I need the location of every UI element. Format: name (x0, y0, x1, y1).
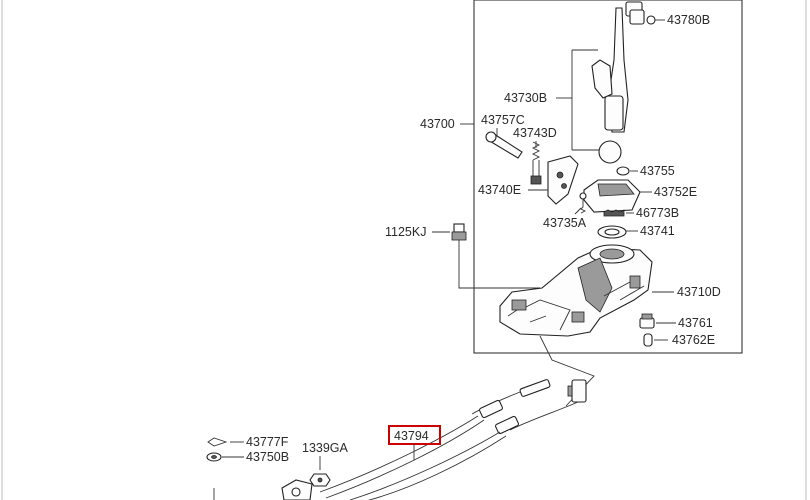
label-1125KJ: 1125KJ (385, 225, 426, 239)
label-43755: 43755 (640, 164, 675, 178)
part-46773B-spring (603, 209, 625, 217)
part-1125KJ-bolt (451, 223, 467, 250)
label-43710D: 43710D (677, 285, 721, 299)
part-43710D-base-housing (499, 244, 653, 337)
part-43761-nut (639, 313, 655, 329)
label-43777F: 43777F (246, 435, 289, 449)
assembly-box-43700 (473, 0, 743, 354)
part-1339GA-nut (309, 473, 331, 487)
label-43757C: 43757C (481, 113, 525, 127)
label-43743D: 43743D (513, 126, 557, 140)
part-43794-cable-assembly (281, 379, 587, 500)
label-43752E: 43752E (654, 185, 697, 199)
part-43741-ring (597, 225, 627, 239)
part-43762E-bushing (643, 333, 653, 347)
highlight-box-43794 (388, 425, 441, 445)
label-46773B: 46773B (636, 206, 679, 220)
label-43730B: 43730B (504, 91, 547, 105)
part-43757C-pin (485, 131, 523, 159)
label-43700: 43700 (420, 117, 455, 131)
label-43762E: 43762E (672, 333, 715, 347)
label-43780B: 43780B (667, 13, 710, 27)
part-43735A-spring (579, 192, 587, 214)
part-43750B-washer (206, 452, 222, 462)
part-43755-bushing (616, 166, 630, 176)
label-1339GA: 1339GA (302, 441, 349, 455)
label-43735A: 43735A (543, 216, 587, 230)
label-43741: 43741 (640, 224, 675, 238)
label-43794: 43794 (394, 429, 429, 443)
part-43777F-clip (207, 437, 228, 447)
label-43750B: 43750B (246, 450, 289, 464)
label-43740E: 43740E (478, 183, 521, 197)
part-43730B-ball (598, 140, 622, 164)
part-43740E-detent-plate (547, 155, 579, 205)
part-43743D-spring (530, 141, 542, 185)
label-43761: 43761 (678, 316, 713, 330)
part-43780B-clip (629, 9, 656, 25)
part-43752E-housing (583, 179, 641, 213)
